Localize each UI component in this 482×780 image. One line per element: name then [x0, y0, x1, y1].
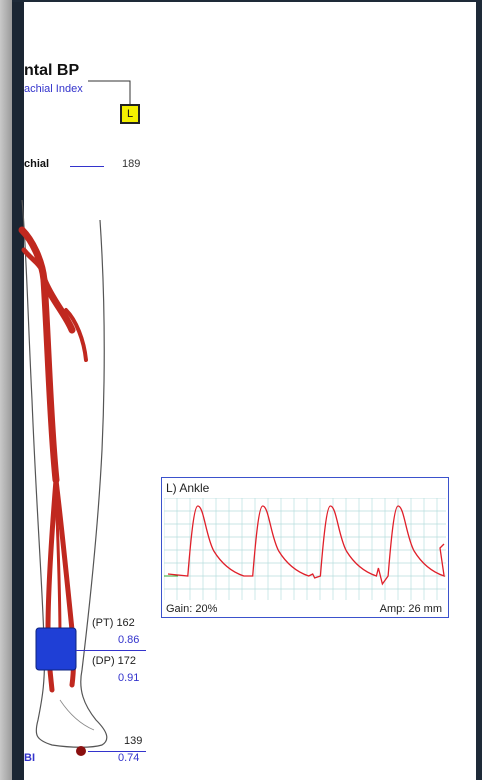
pvr-waveform-chart	[164, 498, 446, 600]
brachial-line	[70, 166, 104, 167]
brachial-label: chial	[24, 158, 50, 170]
window-edge	[0, 0, 12, 780]
dp-abi-value: 0.91	[118, 672, 140, 684]
pvr-gain: Gain: 20%	[166, 603, 218, 615]
pvr-amplitude: Amp: 26 mm	[379, 603, 442, 615]
toe-divider	[88, 751, 146, 752]
dp-pressure: (DP) 172	[92, 655, 137, 667]
artery-branch-upper	[21, 247, 45, 273]
leg-diagram	[18, 200, 108, 756]
report-title: ntal BP	[24, 62, 80, 79]
pvr-grid	[164, 498, 446, 600]
toe-pressure: 139	[124, 735, 143, 747]
peroneal-artery	[54, 488, 62, 642]
pt-divider	[76, 650, 146, 651]
toe-index-label: BI	[24, 752, 35, 764]
leg-outline	[21, 200, 108, 748]
pt-abi-value: 0.86	[118, 634, 140, 646]
page-shadow	[12, 2, 24, 780]
pvr-title: L) Ankle	[166, 481, 210, 495]
report-subtitle: achial Index	[24, 83, 83, 95]
pvr-trace	[167, 505, 445, 586]
side-indicator-badge: L	[120, 104, 140, 124]
pt-pressure: (PT) 162	[92, 617, 135, 629]
pvr-waveform-panel: L) Ankle Gain: 20% Amp: 26 mm	[161, 477, 449, 618]
popliteal-artery	[40, 276, 60, 484]
leg-inner-line	[59, 699, 95, 731]
toe-abi-value: 0.74	[118, 752, 140, 764]
toe-sensor	[76, 746, 86, 756]
artery-branch-side	[64, 308, 88, 362]
brachial-value: 189	[122, 158, 141, 170]
ankle-cuff	[35, 627, 77, 671]
